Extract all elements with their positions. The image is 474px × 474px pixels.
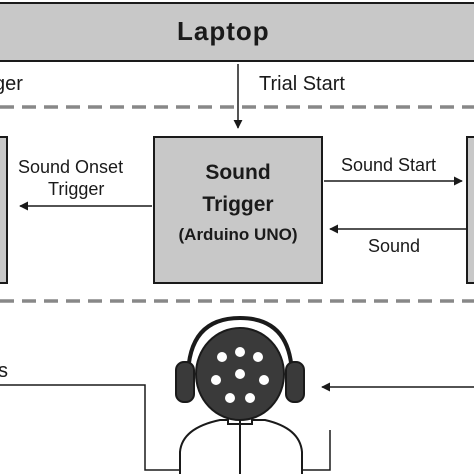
laptop-left-label-fragment: ger [0,73,23,95]
sound-trigger-line1: Sound [205,161,271,184]
bottom-left-fragment: s [0,360,8,382]
laptop-title: Laptop [177,16,270,46]
sound-trigger-line2: Trigger [202,193,274,216]
sound-onset-label-line1: Sound Onset [18,157,124,177]
laptop-box [0,2,474,62]
sound-trigger-box [153,136,323,284]
sound-start-label: Sound Start [341,155,437,175]
sound-trigger-line3: (Arduino UNO) [178,225,298,244]
left-device-box [0,136,8,284]
sound-onset-label-line2: Trigger [48,179,105,199]
bottom-left-cable [0,384,331,471]
eeg-headset-figure [175,315,305,474]
right-device-box [466,136,474,284]
trial-start-label: Trial Start [259,73,345,95]
sound-label: Sound [368,236,421,256]
